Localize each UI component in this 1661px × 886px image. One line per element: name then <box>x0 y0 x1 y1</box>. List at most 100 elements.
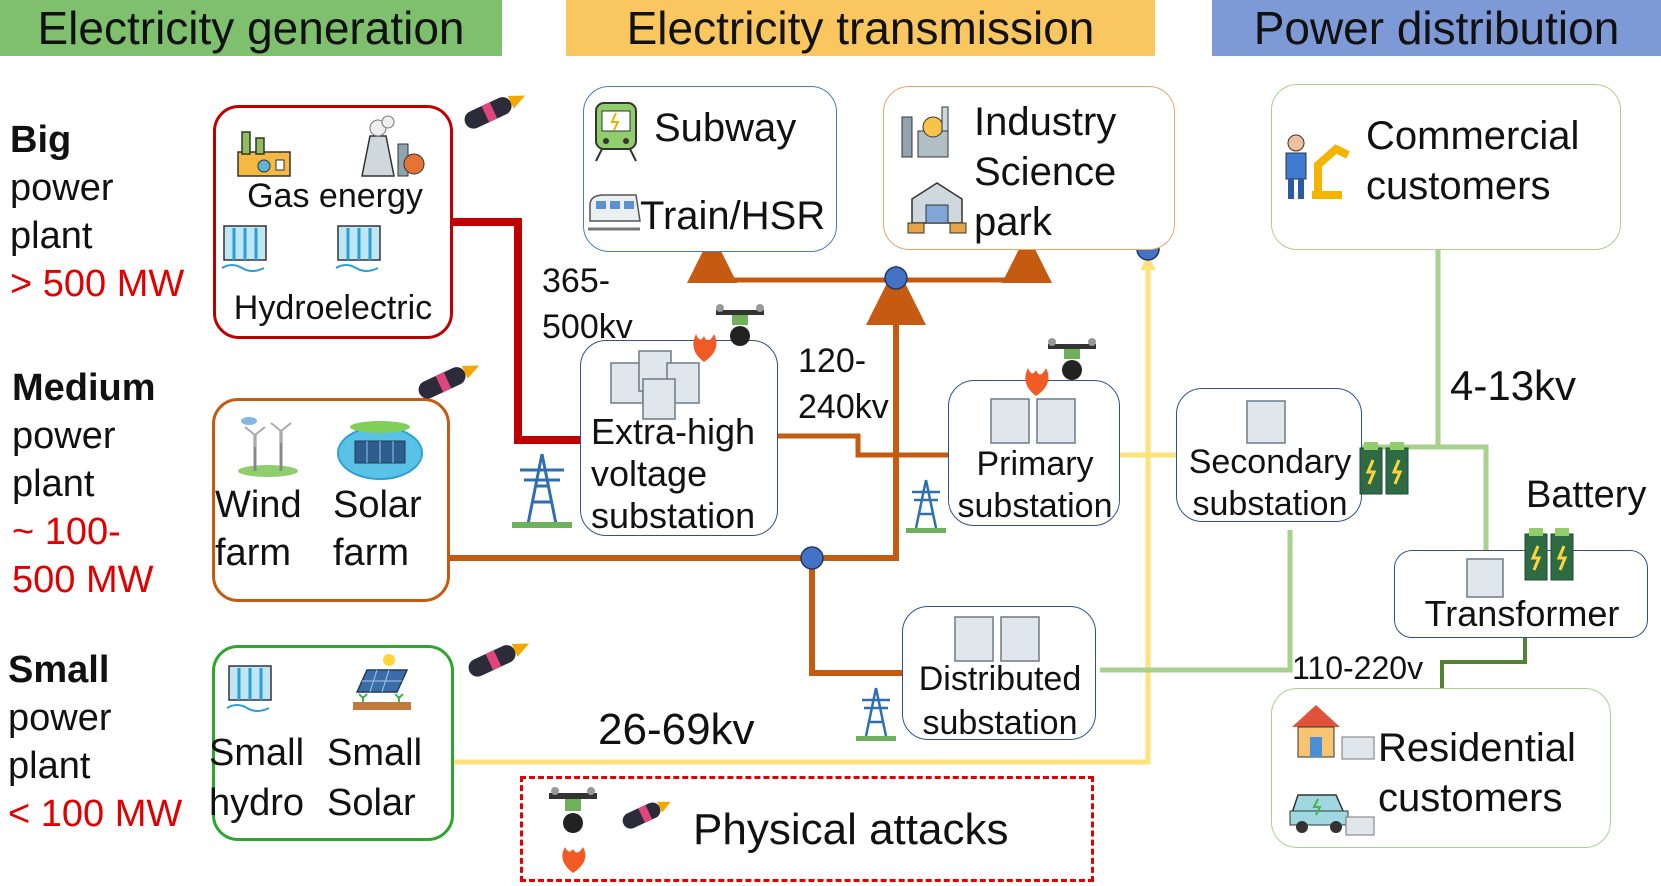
small-plant-title: Small <box>8 649 110 691</box>
voltage-120-240: 120- 240kv <box>798 338 889 430</box>
commercial-label: Commercial customers <box>1366 111 1579 211</box>
medium-plant-box: Wind farm Solar farm <box>212 398 450 602</box>
small-solar-icon <box>353 654 411 710</box>
industry-label: Industry Science park <box>974 97 1116 247</box>
voltage-110-220: 110-220v <box>1292 650 1424 686</box>
industry-line1: Industry <box>974 100 1117 144</box>
secondary-line1: Secondary <box>1188 443 1352 481</box>
secondary-transformer-icon <box>1246 400 1286 444</box>
transformer-residential-line <box>1440 636 1527 688</box>
missile-icon <box>622 801 671 829</box>
solar-farm-label: Solar farm <box>333 481 422 577</box>
small-hydro-icon <box>226 665 272 712</box>
secondary-down-line <box>1100 530 1293 673</box>
industry-line2: Science <box>974 150 1117 194</box>
battery-label: Battery <box>1526 474 1647 516</box>
residential-line2: customers <box>1378 776 1563 820</box>
secondary-substation-box: Secondary substation <box>1176 388 1363 525</box>
distribution-header-text: Power distribution <box>1253 2 1620 54</box>
house-icon <box>1292 705 1375 760</box>
drone-bomb-icon <box>549 787 597 873</box>
train-label: Train/HSR <box>640 194 826 238</box>
small-plant-box: Small hydro Small Solar <box>209 645 454 841</box>
wind-farm-label: Wind farm <box>215 481 302 577</box>
commercial-box: Commercial customers <box>1271 84 1621 250</box>
residential-line1: Residential <box>1378 726 1576 770</box>
solar-farm-icon <box>337 421 423 480</box>
battery-icon-transformer <box>1524 528 1574 581</box>
hydro-dam-icon-2 <box>335 225 381 272</box>
secondary-line2: substation <box>1192 485 1348 523</box>
residential-label: Residential customers <box>1378 723 1576 823</box>
drone-fire-icon-primary <box>1025 338 1096 396</box>
transmission-header-text: Electricity transmission <box>626 2 1095 54</box>
ehv-line2: voltage <box>591 453 708 494</box>
distributed-substation-box: Distributed substation <box>902 606 1096 742</box>
commercial-line2: customers <box>1366 164 1551 208</box>
subway-icon <box>595 102 637 162</box>
wind-farm-line2: farm <box>215 532 291 574</box>
train-icon <box>588 194 641 231</box>
primary-transformer-icon <box>990 398 1076 444</box>
medium-plant-title: Medium <box>12 367 156 409</box>
distributed-label: Distributed substation <box>903 657 1097 745</box>
big-plant-box: Gas energy Hydroelectric <box>213 105 453 339</box>
small-plant-line2: plant <box>8 745 91 787</box>
gas-energy-label: Gas energy <box>247 177 423 215</box>
medium-to-top-line <box>812 265 926 561</box>
medium-plant-line2: plant <box>12 463 95 505</box>
medium-plant-label: Medium power plant ~ 100- 500 MW <box>12 364 156 604</box>
commercial-line <box>1360 250 1441 450</box>
voltage-365-line2: 500kv <box>542 308 633 346</box>
wind-turbine-icon <box>238 417 298 477</box>
primary-label: Primary substation <box>949 443 1121 527</box>
voltage-120-line1: 120- <box>798 342 867 380</box>
drone-fire-icon-ehv <box>693 304 764 362</box>
transport-box: Subway Train/HSR <box>583 86 837 252</box>
small-plant-label: Small power plant < 100 MW <box>8 646 182 838</box>
transformer-box: Transformer <box>1394 550 1648 638</box>
small-solar-line2: Solar <box>327 782 416 824</box>
voltage-4-13: 4-13kv <box>1450 362 1577 409</box>
warehouse-icon <box>907 182 967 234</box>
small-solar-label: Small Solar <box>327 728 422 828</box>
distributed-line1: Distributed <box>918 660 1082 698</box>
physical-attacks-box: Physical attacks <box>520 776 1094 882</box>
big-plant-rating: > 500 MW <box>10 263 185 305</box>
transmission-tower-icon-primary <box>906 479 946 533</box>
ehv-label: Extra-high voltage substation <box>591 411 755 537</box>
ehv-line1: Extra-high <box>591 411 756 452</box>
ehv-substation-box: Extra-high voltage substation <box>580 340 778 536</box>
missile-icon-big <box>464 95 526 129</box>
transmission-header: Electricity transmission <box>566 0 1155 56</box>
commercial-line1: Commercial <box>1366 114 1580 158</box>
generation-header-text: Electricity generation <box>37 2 465 54</box>
missile-icon-small <box>468 643 530 677</box>
big-plant-label: Big power plant > 500 MW <box>10 116 184 308</box>
hydro-dam-icon <box>221 225 267 272</box>
big-plant-line1: power <box>10 167 114 209</box>
medium-plant-rating1: ~ 100- <box>12 511 121 553</box>
transformer-cluster-icon <box>610 350 700 420</box>
battery-icon-secondary <box>1359 442 1409 495</box>
solar-farm-line1: Solar <box>333 484 422 526</box>
medium-plant-rating2: 500 MW <box>12 559 154 601</box>
generation-header: Electricity generation <box>0 0 502 56</box>
distribution-header: Power distribution <box>1212 0 1661 56</box>
ehv-line3: substation <box>591 495 756 536</box>
worker-robot-icon <box>1285 134 1350 199</box>
industry-icon <box>901 106 949 158</box>
distributed-transformer-icon <box>954 616 1040 662</box>
hydroelectric-label: Hydroelectric <box>233 289 433 327</box>
solar-farm-line2: farm <box>333 532 409 574</box>
wind-farm-line1: Wind <box>215 484 302 526</box>
voltage-365-500: 365- 500kv <box>542 258 633 350</box>
medium-plant-line1: power <box>12 415 116 457</box>
physical-attacks-label: Physical attacks <box>693 805 1009 854</box>
factory-icon <box>237 131 291 177</box>
small-plant-rating: < 100 MW <box>8 793 183 835</box>
transmission-tower-icon-ehv <box>512 453 572 528</box>
subway-label: Subway <box>654 106 797 150</box>
small-plant-line <box>454 265 1151 765</box>
secondary-label: Secondary substation <box>1177 441 1363 525</box>
